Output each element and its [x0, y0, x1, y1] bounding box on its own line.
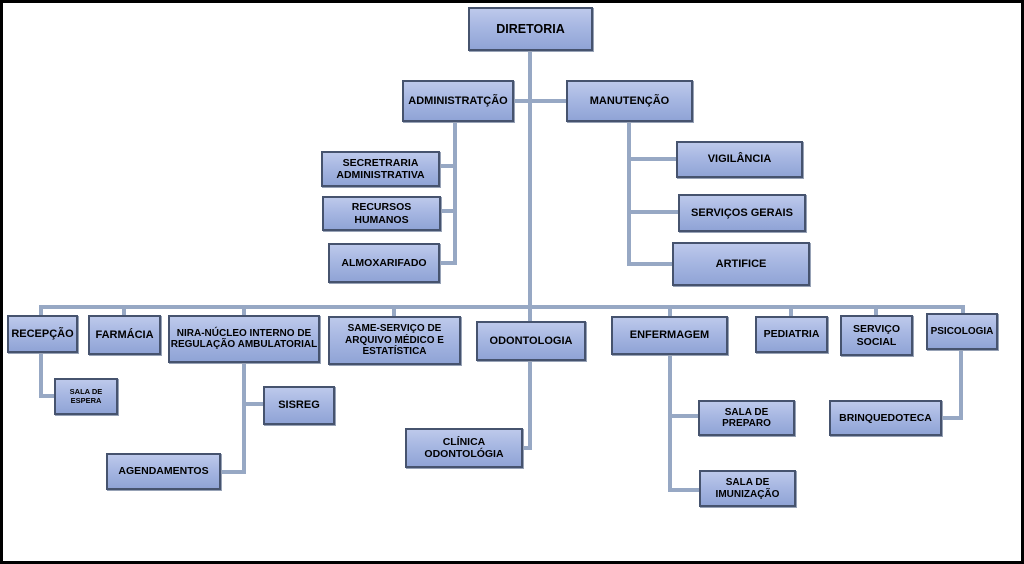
node-sisreg: SISREG: [263, 386, 335, 425]
node-odontologia: ODONTOLOGIA: [476, 321, 586, 361]
connector-stub-secretaria: [440, 164, 457, 168]
connector-stub-recursos: [441, 209, 457, 213]
connector-enfermagem-drop: [668, 355, 672, 492]
connector-psicologia-drop: [959, 350, 963, 420]
connector-stub-brinquedoteca: [942, 416, 963, 420]
node-vigilancia: VIGILÂNCIA: [676, 141, 803, 178]
connector-stub-sisreg: [242, 402, 263, 406]
node-almoxarifado: ALMOXARIFADO: [328, 243, 440, 283]
connector-stub-psicologia: [961, 305, 965, 314]
connector-stub-sala-imunizacao: [668, 488, 699, 492]
node-nira: NIRA-NÚCLEO INTERNO DE REGULAÇÃO AMBULAT…: [168, 315, 320, 363]
connector-stub-pediatria: [789, 309, 793, 317]
connector-stub-servico-social: [874, 309, 878, 316]
node-sala-de-espera: SALA DE ESPERA: [54, 378, 118, 415]
connector-stub-vigilancia: [627, 157, 676, 161]
node-psicologia: PSICOLOGIA: [926, 313, 998, 350]
connector-recepcao-drop: [39, 353, 43, 398]
node-recepcao: RECEPÇÃO: [7, 315, 78, 353]
node-administratcao: ADMINISTRATÇÃO: [402, 80, 514, 122]
connector-main-rail: [39, 305, 965, 309]
connector-stub-enfermagem: [668, 309, 672, 317]
connector-stub-sala-preparo: [668, 414, 698, 418]
node-sala-de-preparo: SALA DE PREPARO: [698, 400, 795, 436]
node-same: SAME-SERVIÇO DE ARQUIVO MÉDICO E ESTATÍS…: [328, 316, 461, 365]
connector-trunk-diretoria: [528, 51, 532, 321]
connector-stub-servicos-gerais: [627, 210, 678, 214]
node-enfermagem: ENFERMAGEM: [611, 316, 728, 355]
connector-stub-recepcao: [39, 305, 43, 315]
node-recursos-humanos: RECURSOS HUMANOS: [322, 196, 441, 231]
node-farmacia: FARMÁCIA: [88, 315, 161, 355]
node-pediatria: PEDIATRIA: [755, 316, 828, 353]
connector-stub-same: [392, 309, 396, 317]
connector-admin-manutencao: [514, 99, 566, 103]
node-servicos-gerais: SERVIÇOS GERAIS: [678, 194, 806, 232]
node-brinquedoteca: BRINQUEDOTECA: [829, 400, 942, 436]
connector-admin-drop: [453, 122, 457, 265]
node-diretoria: DIRETORIA: [468, 7, 593, 51]
node-servico-social: SERVIÇO SOCIAL: [840, 315, 913, 356]
connector-nira-drop: [242, 363, 246, 474]
node-artifice: ARTIFICE: [672, 242, 810, 286]
connector-odontologia-drop: [528, 361, 532, 450]
connector-stub-agendamentos: [221, 470, 246, 474]
connector-stub-farmacia: [122, 309, 126, 316]
node-secretaria-administrativa: SECRETRARIA ADMINISTRATIVA: [321, 151, 440, 187]
connector-stub-sala-espera: [39, 394, 54, 398]
connector-manutencao-drop: [627, 122, 631, 266]
connector-stub-artifice: [627, 262, 672, 266]
node-clinica-odontologia: CLÍNICA ODONTOLÓGIA: [405, 428, 523, 468]
connector-stub-almoxarifado: [440, 261, 457, 265]
connector-stub-clinica: [523, 446, 532, 450]
connector-stub-nira: [242, 309, 246, 316]
node-sala-de-imunizacao: SALA DE IMUNIZAÇÃO: [699, 470, 796, 507]
node-manutencao: MANUTENÇÃO: [566, 80, 693, 122]
node-agendamentos: AGENDAMENTOS: [106, 453, 221, 490]
